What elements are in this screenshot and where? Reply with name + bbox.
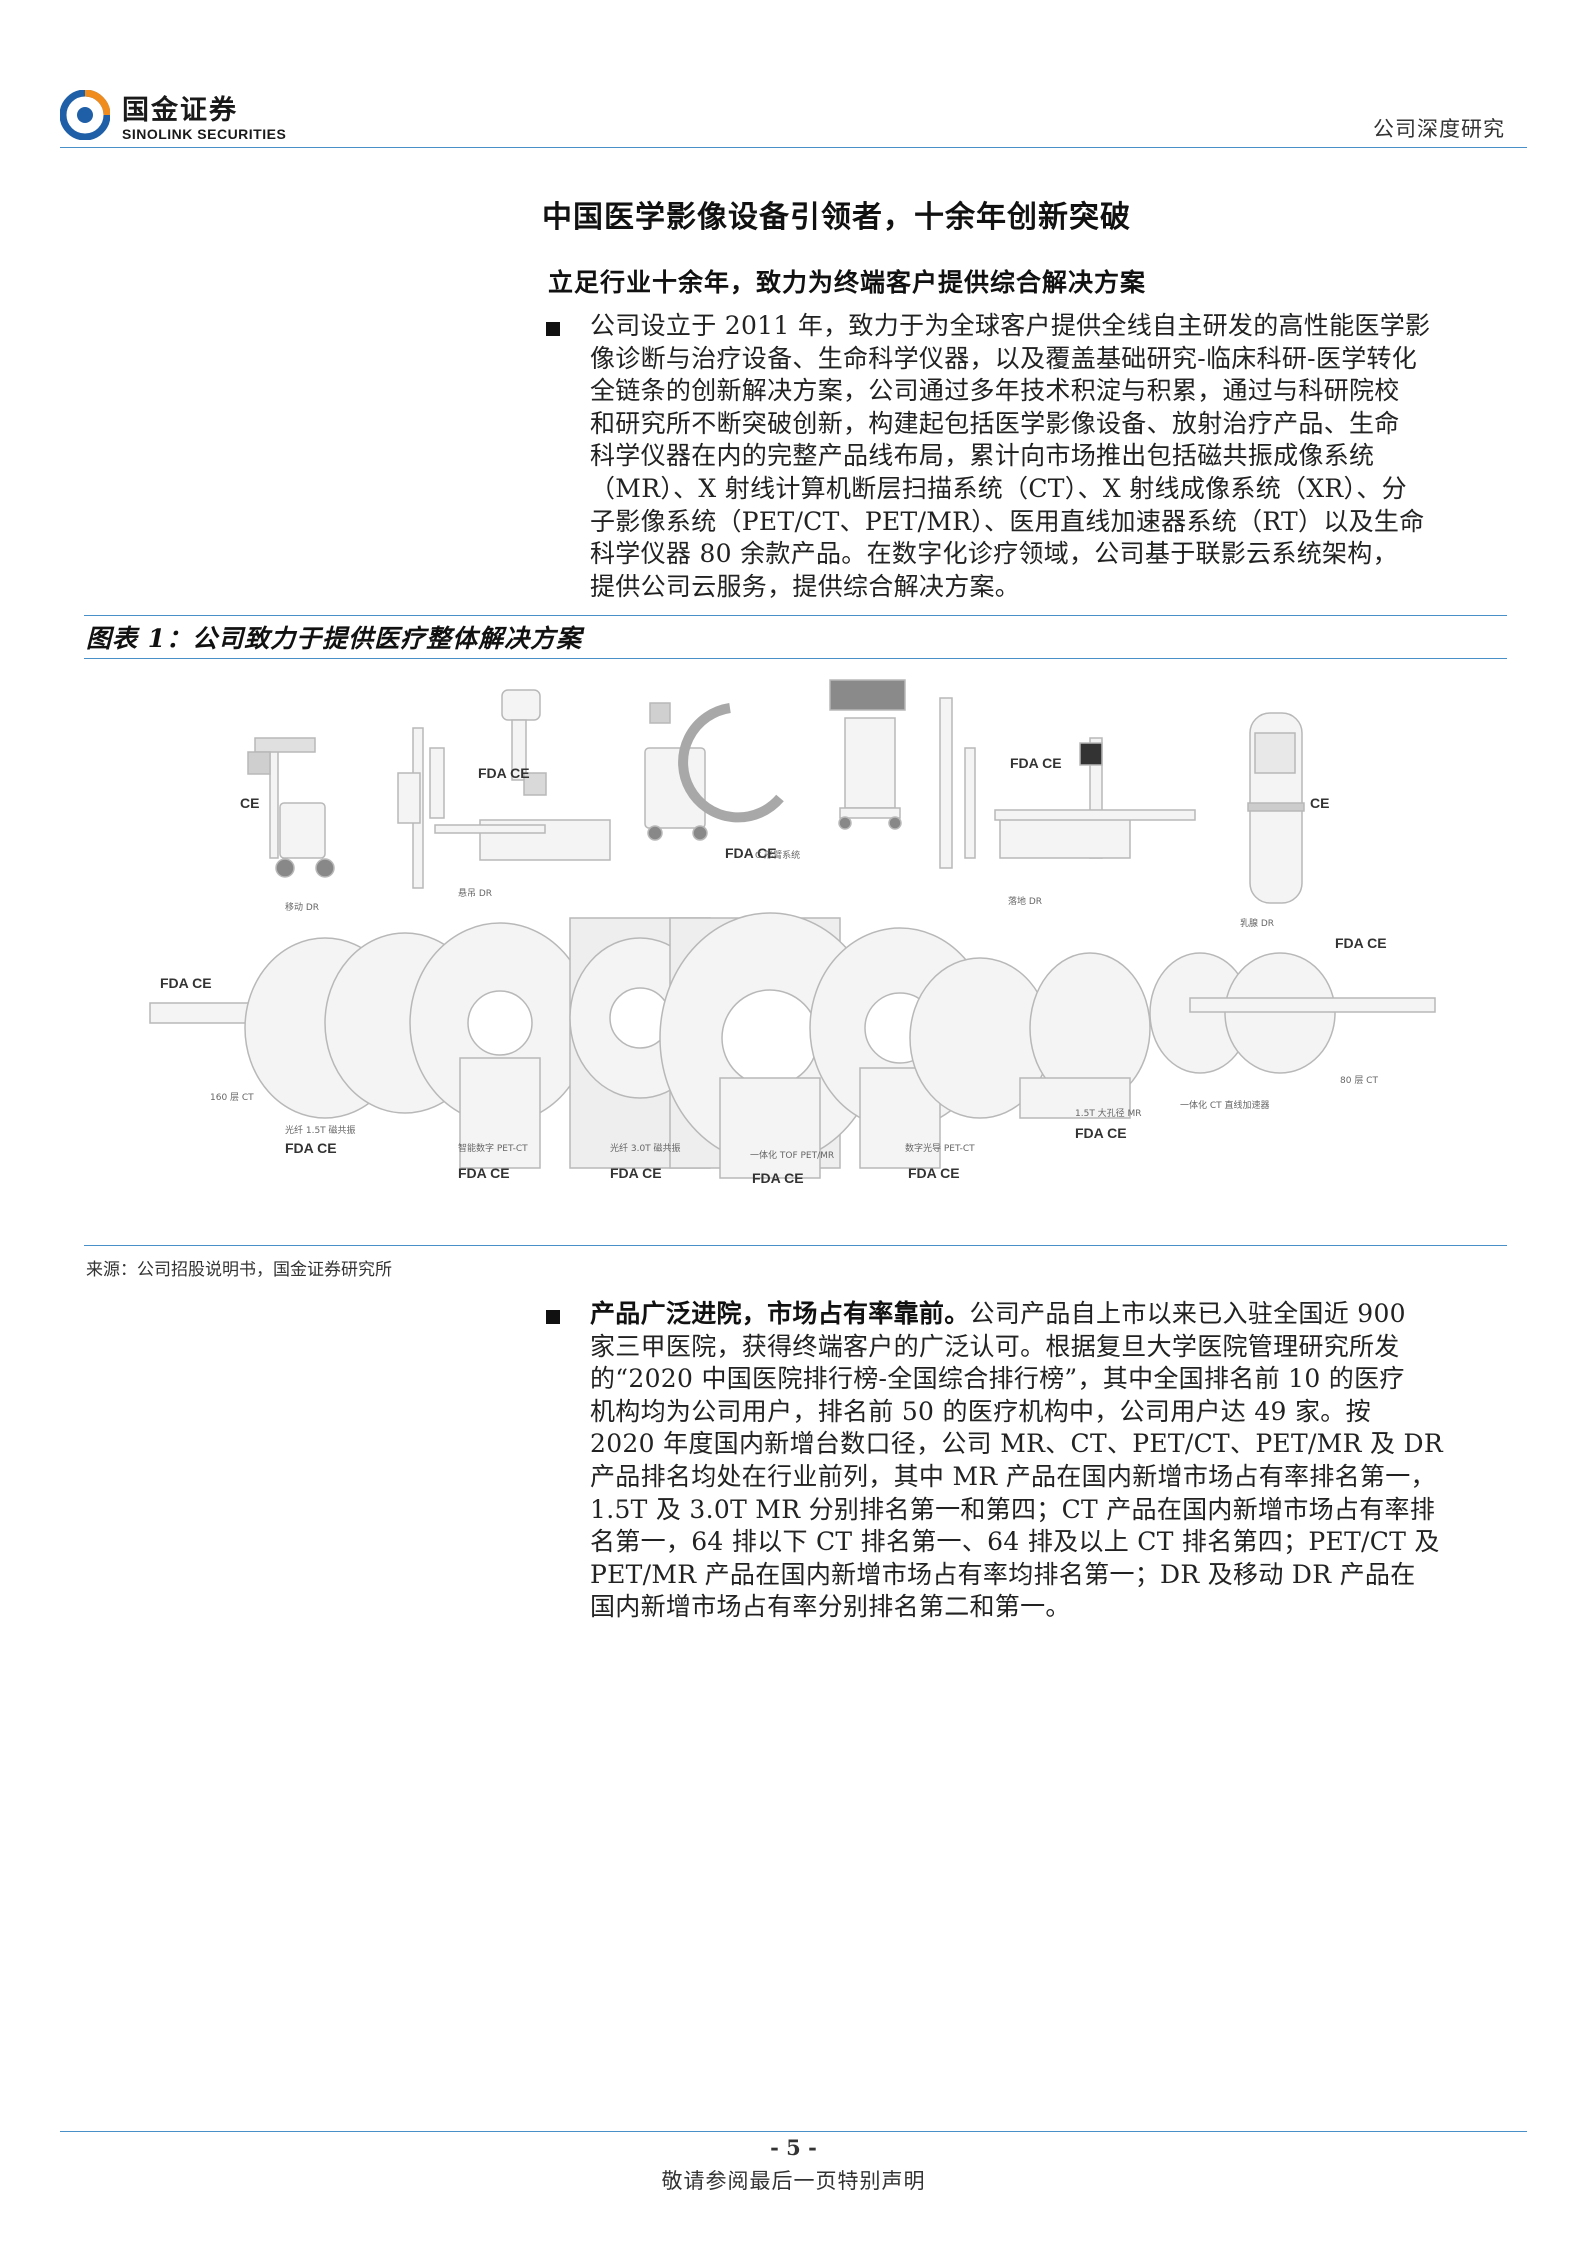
text-line: PET/MR 产品在国内新增市场占有率均排名第一；DR 及移动 DR 产品在 xyxy=(590,1559,1416,1589)
bullet-square-icon xyxy=(546,1310,560,1324)
page-number: - 5 - xyxy=(770,2135,817,2160)
cert-ce-label: CE xyxy=(1310,795,1329,811)
text-line: 提供公司云服务，提供综合解决方案。 xyxy=(590,571,1021,601)
equipment-label: 80 层 CT xyxy=(1340,1075,1378,1086)
text-line: 名第一，64 排以下 CT 排名第一、64 排及以上 CT 排名第四；PET/C… xyxy=(590,1527,1440,1557)
text-line: 子影像系统（PET/CT、PET/MR）、医用直线加速器系统（RT）以及生命 xyxy=(590,506,1425,536)
cert-fda-ce-label: FDA CE xyxy=(285,1140,337,1156)
sinolink-logo-icon xyxy=(60,90,110,140)
logo-chinese-name: 国金证券 xyxy=(122,95,238,126)
cert-fda-ce-label: FDA CE xyxy=(1010,755,1062,771)
cert-fda-ce-label: FDA CE xyxy=(752,1170,804,1186)
section-title: 中国医学影像设备引领者，十余年创新突破 xyxy=(542,200,1131,235)
cert-fda-ce-label: FDA CE xyxy=(610,1165,662,1181)
intro-paragraph: 公司设立于 2011 年，致力于为全球客户提供全线自主研发的高性能医学影 像诊断… xyxy=(590,310,1510,603)
cert-fda-ce-label: FDA CE xyxy=(478,765,530,781)
equipment-label: 光纤 1.5T 磁共振 xyxy=(285,1124,356,1136)
text-line: 全链条的创新解决方案，公司通过多年技术积淀与积累，通过与科研院校 xyxy=(590,376,1400,406)
c-arm-image xyxy=(644,702,784,841)
text-line: 科学仪器 80 余款产品。在数字化诊疗领域，公司基于联影云系统架构， xyxy=(590,539,1398,569)
bullet-square-icon xyxy=(546,322,560,336)
equipment-label: 悬吊 DR xyxy=(458,888,492,899)
text-line: （MR）、X 射线计算机断层扫描系统（CT）、X 射线成像系统（XR）、分 xyxy=(590,473,1407,503)
figure-caption-rule xyxy=(84,658,1507,659)
market-paragraph: 产品广泛进院，市场占有率靠前。公司产品自上市以来已入驻全国近 900 家三甲医院… xyxy=(590,1298,1510,1624)
equipment-label: 落地 DR xyxy=(1008,895,1042,907)
equipment-label: 乳腺 DR xyxy=(1240,917,1274,929)
cert-fda-ce-label: FDA CE xyxy=(725,845,777,861)
ct-mr-scanners-image xyxy=(149,912,1436,1179)
equipment-label: 光纤 3.0T 磁共振 xyxy=(610,1142,681,1154)
section-subtitle: 立足行业十余年，致力为终端客户提供综合解决方案 xyxy=(548,268,1147,297)
equipment-label: 1.5T 大孔径 MR xyxy=(1075,1107,1142,1119)
cert-fda-ce-label: FDA CE xyxy=(1075,1125,1127,1141)
medical-equipment-figure: CE FDA CE FDA CE FDA CE CE FDA CE FDA CE… xyxy=(149,679,1436,1186)
cert-fda-ce-label: FDA CE xyxy=(1335,935,1387,951)
figure-bottom-rule xyxy=(84,1245,1507,1246)
figure-source: 来源：公司招股说明书，国金证券研究所 xyxy=(86,1260,392,1280)
mammography-dr-image xyxy=(1247,712,1305,904)
equipment-label: 数字光导 PET-CT xyxy=(905,1142,975,1154)
text-line: 公司设立于 2011 年，致力于为全球客户提供全线自主研发的高性能医学影 xyxy=(590,311,1431,340)
text-line: 国内新增市场占有率分别排名第二和第一。 xyxy=(590,1592,1071,1622)
cert-fda-ce-label: FDA CE xyxy=(458,1165,510,1181)
text-line: 家三甲医院，获得终端客户的广泛认可。根据复旦大学医院管理研究所发 xyxy=(590,1331,1400,1361)
text-line: 机构均为公司用户，排名前 50 的医疗机构中，公司用户达 49 家。按 xyxy=(590,1396,1371,1426)
mobile-dr-image xyxy=(247,737,335,878)
equipment-label: 160 层 CT xyxy=(210,1092,254,1103)
floor-dr-image xyxy=(939,697,1196,869)
footer-divider xyxy=(60,2131,1527,2132)
footer-disclaimer: 敬请参阅最后一页特别声明 xyxy=(661,2169,926,2193)
ceiling-dr-image xyxy=(434,689,611,861)
equipment-label: 一体化 CT 直线加速器 xyxy=(1180,1099,1270,1111)
cert-ce-label: CE xyxy=(240,795,259,811)
text-line: 2020 年度国内新增台数口径，公司 MR、CT、PET/CT、PET/MR 及… xyxy=(590,1429,1443,1459)
figure-caption: 图表 1：公司致力于提供医疗整体解决方案 xyxy=(86,624,583,653)
figure-top-rule xyxy=(84,615,1507,616)
text-line: 和研究所不断突破创新，构建起包括医学影像设备、放射治疗产品、生命 xyxy=(590,408,1400,438)
text-line: 产品排名均处在行业前列，其中 MR 产品在国内新增市场占有率排名第一， xyxy=(590,1461,1436,1491)
equipment-label: 智能数字 PET-CT xyxy=(458,1142,528,1154)
paragraph-lead: 产品广泛进院，市场占有率靠前。 xyxy=(590,1299,970,1328)
company-logo: 国金证券 SINOLINK SECURITIES xyxy=(60,88,300,144)
header-divider xyxy=(60,147,1527,148)
cert-fda-ce-label: FDA CE xyxy=(908,1165,960,1181)
equipment-label: C 形臂系统 xyxy=(755,849,800,861)
report-type: 公司深度研究 xyxy=(1373,117,1505,141)
workstation-image xyxy=(829,679,906,830)
text-line: 1.5T 及 3.0T MR 分别排名第一和第四；CT 产品在国内新增市场占有率… xyxy=(590,1494,1436,1524)
text-line: 的“2020 中国医院排行榜-全国综合排行榜”，其中全国排名前 10 的医疗 xyxy=(590,1364,1405,1394)
equipment-label: 一体化 TOF PET/MR xyxy=(750,1149,834,1161)
text-line-rest: 公司产品自上市以来已入驻全国近 900 xyxy=(969,1299,1406,1328)
text-line: 科学仪器在内的完整产品线布局，累计向市场推出包括磁共振成像系统 xyxy=(590,441,1375,471)
text-line: 产品广泛进院，市场占有率靠前。公司产品自上市以来已入驻全国近 900 xyxy=(590,1298,1510,1331)
text-line: 像诊断与治疗设备、生命科学仪器，以及覆盖基础研究-临床科研-医学转化 xyxy=(590,343,1418,373)
suspended-dr-image xyxy=(397,727,445,889)
logo-english-name: SINOLINK SECURITIES xyxy=(122,126,287,142)
cert-fda-ce-label: FDA CE xyxy=(160,975,212,991)
equipment-label: 移动 DR xyxy=(285,901,319,913)
